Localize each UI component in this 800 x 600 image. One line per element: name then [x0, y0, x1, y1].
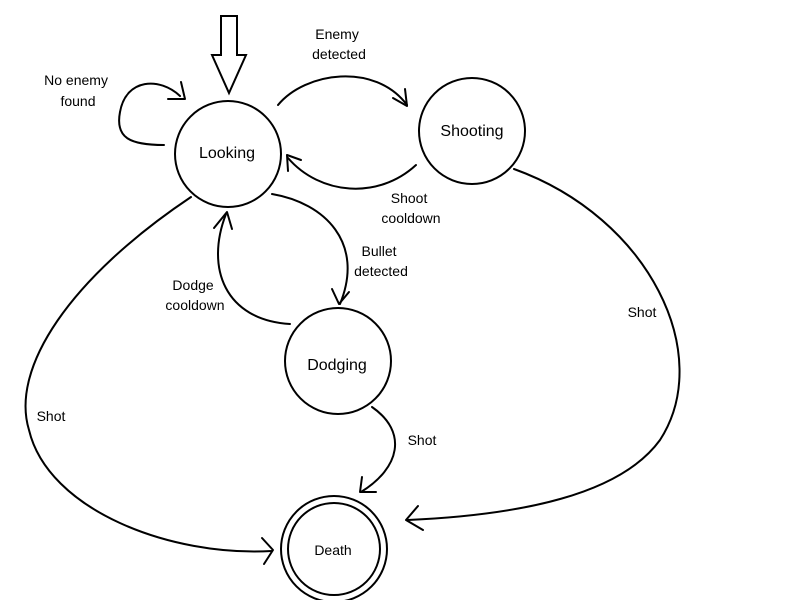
label-no-enemy-found: No enemy found [44, 72, 112, 109]
initial-state-arrow [210, 15, 248, 96]
state-shooting: Shooting [418, 77, 526, 185]
state-shooting-label: Shooting [440, 123, 503, 140]
transition-shoot-cooldown [286, 154, 417, 190]
label-shot-from-looking: Shot [37, 408, 66, 424]
transition-shot-from-dodging [359, 406, 397, 493]
label-dodge-cooldown: Dodge cooldown [165, 277, 224, 313]
state-death: Death [280, 495, 388, 600]
label-shot-from-dodging: Shot [408, 432, 437, 448]
transition-shot-from-looking [24, 196, 274, 565]
transition-bullet-detected [271, 193, 350, 305]
state-looking-label: Looking [199, 145, 255, 162]
transition-shot-from-shooting [405, 168, 681, 531]
state-looking: Looking [174, 100, 282, 208]
transition-dodge-cooldown [213, 211, 291, 325]
transition-no-enemy-found [118, 81, 186, 146]
state-dodging-label: Dodging [307, 357, 367, 374]
label-shot-from-shooting: Shot [628, 304, 657, 320]
label-bullet-detected: Bullet detected [354, 243, 408, 279]
state-death-label: Death [314, 542, 351, 558]
state-dodging: Dodging [284, 307, 392, 415]
label-enemy-detected: Enemy detected [312, 26, 366, 62]
label-shoot-cooldown: Shoot cooldown [381, 190, 440, 226]
transition-enemy-detected [277, 75, 408, 107]
